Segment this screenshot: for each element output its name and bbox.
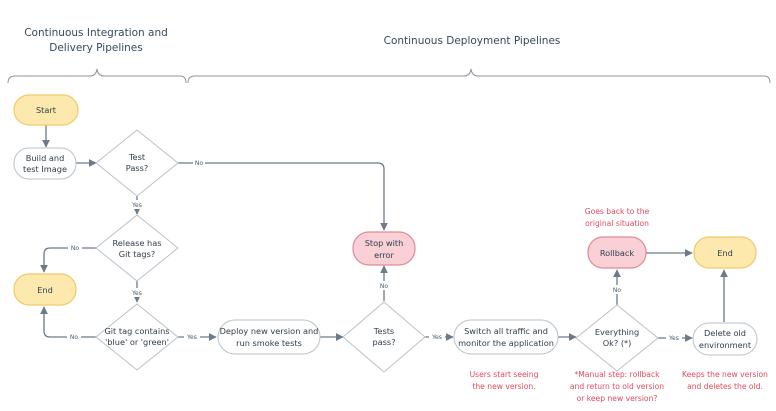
edge-label-everything-no: No (610, 285, 624, 294)
svg-text:Deploy new version and: Deploy new version and (220, 326, 319, 336)
deploy-node: Deploy new version and run smoke tests (217, 319, 321, 355)
edge-label-tests-no: No (377, 281, 391, 290)
svg-text:Yes: Yes (431, 334, 442, 341)
svg-text:pass?: pass? (372, 337, 395, 347)
svg-text:and deletes the old.: and deletes the old. (687, 382, 763, 391)
delete-old-environment-node: Delete old environment (692, 322, 758, 356)
svg-text:Switch all traffic and: Switch all traffic and (464, 326, 548, 336)
svg-text:Keeps the new version: Keeps the new version (682, 370, 768, 379)
cd-section-title: Continuous Deployment Pipelines (384, 35, 561, 47)
svg-text:environment: environment (699, 340, 752, 350)
svg-text:original situation: original situation (585, 219, 649, 228)
edge-release-no-end (40, 247, 96, 273)
edge-label-everything-yes: Yes (666, 333, 682, 342)
svg-text:End: End (37, 285, 53, 295)
git-tag-decision: Git tag contains 'blue' or 'green' (95, 303, 179, 371)
svg-text:Pass?: Pass? (126, 163, 148, 173)
svg-text:Yes: Yes (131, 202, 142, 209)
edge-label-release-yes: Yes (130, 288, 145, 297)
edge-label-gittag-yes: Yes (184, 332, 200, 341)
edge-label-release-no: No (68, 243, 82, 252)
svg-text:Build and: Build and (26, 153, 65, 163)
tests-pass-decision: Tests pass? (342, 301, 426, 373)
svg-text:Yes: Yes (186, 334, 197, 341)
edge-label-test-no: No (193, 158, 205, 167)
svg-text:monitor the application: monitor the application (458, 338, 554, 348)
everything-ok-decision: Everything Ok? (*) (575, 304, 659, 372)
svg-text:No: No (195, 160, 203, 167)
svg-text:the new version.: the new version. (472, 382, 535, 391)
end-node-left: End (13, 273, 77, 306)
cd-section-brace (187, 68, 771, 84)
ci-section-brace (7, 68, 187, 84)
test-pass-decision: Test Pass? (95, 129, 179, 197)
svg-text:No: No (613, 287, 621, 294)
svg-text:run smoke tests: run smoke tests (236, 338, 302, 348)
svg-text:Release has: Release has (112, 238, 161, 248)
edge-gittag-no-end (40, 306, 96, 338)
svg-text:*Manual step: rollback: *Manual step: rollback (574, 370, 660, 379)
svg-text:End: End (717, 248, 733, 258)
ci-section-title-line2: Delivery Pipelines (49, 42, 143, 54)
svg-text:Start: Start (36, 105, 57, 115)
svg-text:Delete old: Delete old (704, 328, 746, 338)
svg-text:Everything: Everything (595, 327, 639, 337)
release-git-tags-decision: Release has Git tags? (95, 214, 179, 282)
svg-text:No: No (380, 283, 388, 290)
edge-label-gittag-no: No (67, 332, 81, 341)
svg-text:and return to old version: and return to old version (570, 382, 664, 391)
svg-text:No: No (71, 245, 79, 252)
svg-text:test Image: test Image (23, 164, 67, 174)
svg-text:Goes back to the: Goes back to the (585, 207, 650, 216)
svg-text:Stop with: Stop with (365, 238, 404, 248)
svg-text:Git tag contains: Git tag contains (104, 326, 169, 336)
svg-text:No: No (70, 334, 78, 341)
switch-traffic-node: Switch all traffic and monitor the appli… (453, 319, 559, 355)
stop-with-error-node: Stop with error (352, 231, 416, 266)
svg-text:Ok? (*): Ok? (*) (603, 338, 632, 348)
edge-test-no-stop (178, 162, 388, 231)
users-note: Users start seeing the new version. (470, 370, 539, 391)
manual-step-note: *Manual step: rollback and return to old… (570, 370, 664, 403)
svg-text:'blue' or 'green': 'blue' or 'green' (105, 337, 169, 347)
svg-text:Tests: Tests (373, 326, 394, 336)
svg-text:or keep new version?: or keep new version? (577, 394, 658, 403)
svg-text:Git tags?: Git tags? (119, 249, 155, 259)
edge-label-tests-yes: Yes (429, 332, 445, 341)
start-node: Start (13, 94, 79, 126)
build-test-image-node: Build and test Image (13, 147, 77, 180)
ci-section-title-line1: Continuous Integration and (24, 27, 168, 39)
rollback-node: Rollback (587, 236, 647, 269)
svg-text:error: error (374, 250, 394, 260)
svg-text:Yes: Yes (668, 335, 679, 342)
svg-text:Yes: Yes (131, 290, 142, 297)
rollback-note: Goes back to the original situation (585, 207, 650, 228)
svg-text:Test: Test (128, 152, 146, 162)
keeps-new-version-note: Keeps the new version and deletes the ol… (682, 370, 768, 391)
svg-text:Rollback: Rollback (600, 248, 635, 258)
end-node-right: End (693, 236, 757, 269)
svg-text:Users start seeing: Users start seeing (470, 370, 539, 379)
edge-label-test-yes: Yes (130, 200, 145, 209)
